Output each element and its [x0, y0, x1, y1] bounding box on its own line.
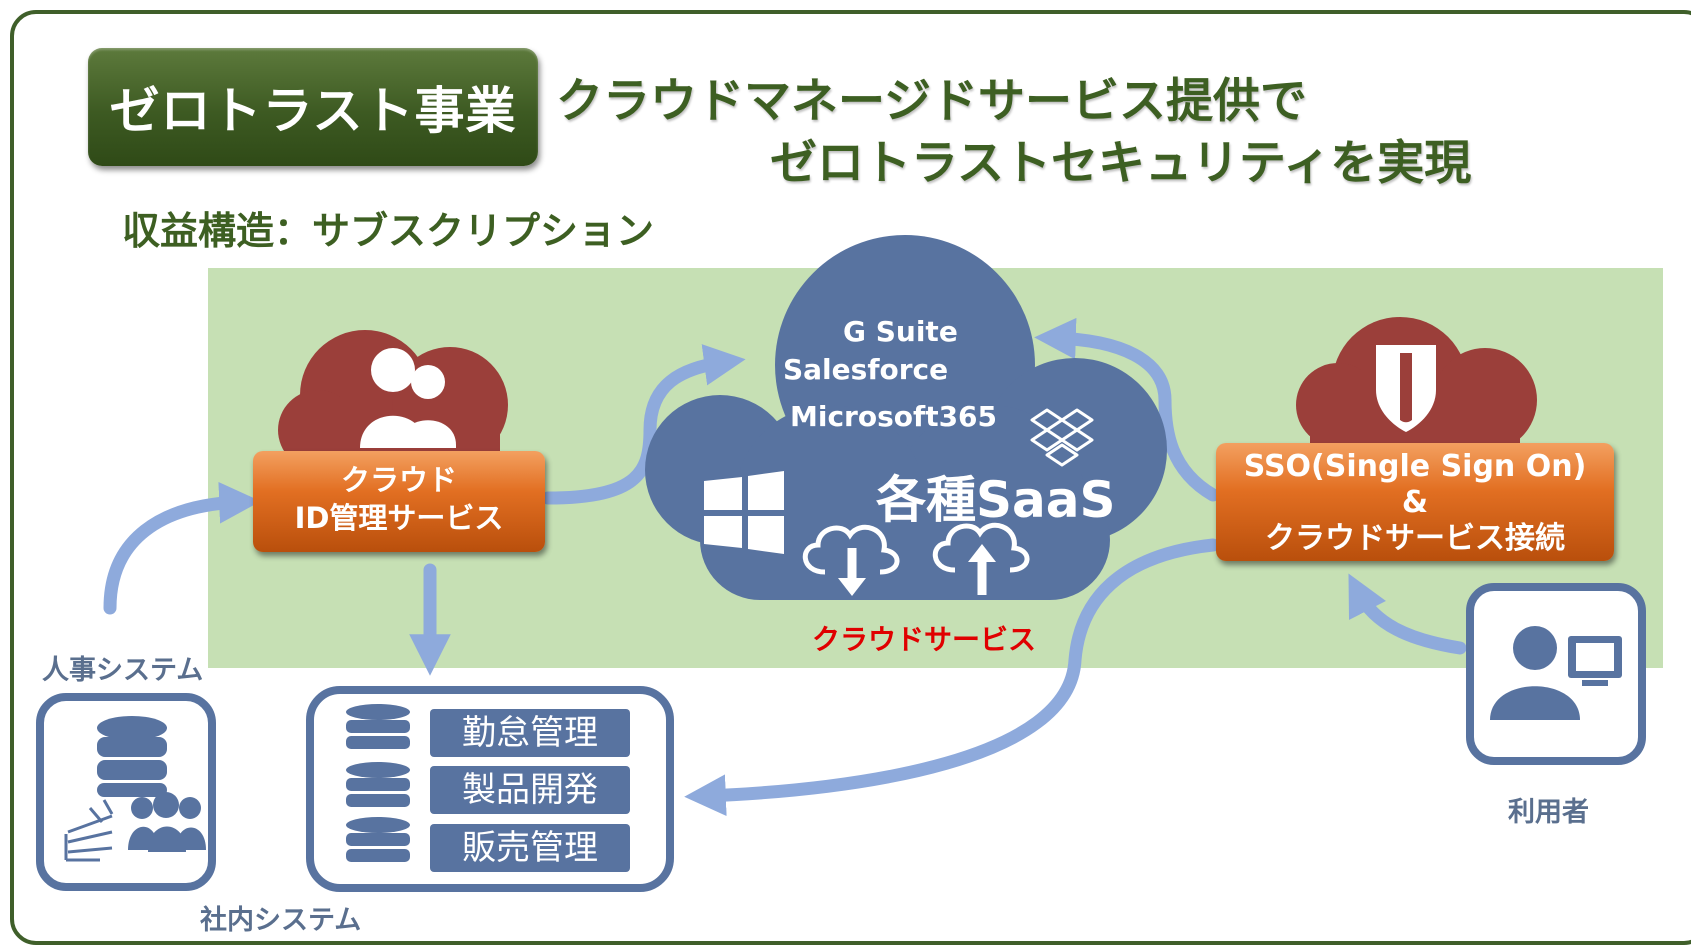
saas-cloud [645, 235, 1167, 600]
tag-attendance: 勤怠管理 [430, 709, 630, 757]
tag-product-dev: 製品開発 [430, 766, 630, 814]
saas-title: 各種SaaS [876, 471, 1116, 529]
database-icon [97, 716, 167, 797]
arrow-sso-to-saas [1034, 317, 1220, 502]
user-label: 利用者 [1508, 797, 1589, 828]
saas-item-salesforce: Salesforce [783, 353, 949, 386]
users-icon [360, 348, 456, 448]
database-stack-icon [346, 704, 410, 862]
hr-system-label: 人事システム [42, 655, 204, 686]
sso-line2: & [1401, 485, 1429, 520]
tag-sales: 販売管理 [430, 824, 630, 872]
sso-line3: クラウドサービス接続 [1265, 521, 1565, 556]
group-icon [128, 792, 206, 852]
cloud-download-icon [802, 524, 900, 596]
arrow-hr-to-idm [103, 482, 261, 615]
headline-line2: ゼロトラストセキュリティを実現 [770, 136, 1472, 191]
cloud-service-caption: クラウドサービス [812, 623, 1037, 656]
headline-line1: クラウドマネージドサービス提供で [556, 74, 1308, 129]
arrow-sso-to-internal [684, 538, 1220, 816]
business-badge: ゼロトラスト事業 [88, 48, 538, 166]
arrow-idm-to-saas [541, 344, 746, 505]
person-computer-icon [1490, 626, 1622, 720]
saas-item-microsoft365: Microsoft365 [790, 400, 998, 433]
saas-item-gsuite: G Suite [843, 315, 958, 348]
dropbox-icon [1030, 408, 1094, 467]
id-management-service-box: クラウド ID管理サービス [253, 451, 545, 552]
outer-frame [10, 10, 1691, 945]
signal-lines-icon [64, 799, 114, 862]
internal-system-label: 社内システム [200, 905, 362, 936]
idm-line1: クラウド [340, 463, 457, 497]
revenue-structure: 収益構造：サブスクリプション [122, 209, 655, 253]
sso-service-box: SSO(Single Sign On) & クラウドサービス接続 [1216, 443, 1614, 561]
arrow-user-to-sso [1348, 573, 1467, 655]
windows-icon [704, 471, 784, 554]
cloud-upload-icon [932, 522, 1030, 595]
sso-line1: SSO(Single Sign On) [1243, 449, 1587, 484]
idm-line2: ID管理サービス [294, 501, 504, 535]
